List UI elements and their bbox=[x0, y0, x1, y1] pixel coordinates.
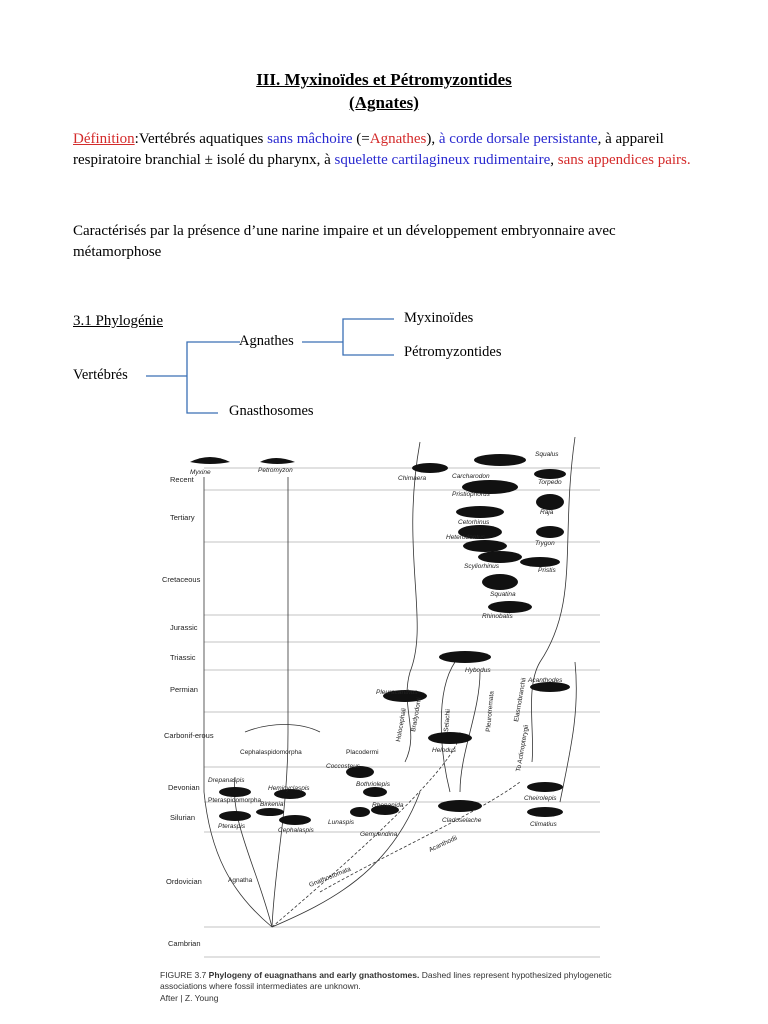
drepanaspis-silhouette bbox=[219, 787, 251, 797]
period-label: Ordovician bbox=[166, 877, 202, 886]
cephalaspis-silhouette bbox=[279, 815, 311, 825]
figure-caption: FIGURE 3.7 Phylogeny of euagnathans and … bbox=[160, 970, 612, 980]
taxon-label: Pleuracanthus bbox=[376, 689, 418, 696]
taxon-label: Scyliorhinus bbox=[464, 563, 500, 570]
tree-cyclostome-bracket bbox=[343, 319, 394, 355]
phylogeny-tree-diagram bbox=[0, 0, 768, 430]
gnathostome-stem bbox=[272, 792, 420, 927]
heterodontus-silhouette bbox=[463, 540, 507, 552]
raja-silhouette bbox=[536, 494, 564, 510]
tree-label-vertebres: Vertébrés bbox=[73, 367, 128, 384]
figure-caption-line-2: associations where fossil intermediates … bbox=[160, 981, 361, 991]
taxon-label: Cetorhinus bbox=[458, 519, 490, 526]
period-label: Jurassic bbox=[170, 623, 198, 632]
petromyzon-silhouette bbox=[260, 458, 295, 464]
pristiophorus-silhouette bbox=[456, 506, 504, 518]
period-label: Tertiary bbox=[170, 513, 195, 522]
acanthodian-branch bbox=[560, 662, 576, 802]
period-label: Carbonif-erous bbox=[164, 731, 214, 740]
caption-title: Phylogeny of euagnathans and early gnath… bbox=[209, 970, 420, 980]
tree-label-myxinoides: Myxinoïdes bbox=[404, 310, 473, 327]
tree-label-gnathostomes: Gnasthosomes bbox=[229, 403, 314, 420]
clade-label: Acanthodii bbox=[428, 835, 458, 854]
scyliorhinus-silhouette bbox=[478, 551, 522, 563]
period-label: Permian bbox=[170, 685, 198, 694]
figure-credit: After | Z. Young bbox=[160, 993, 218, 1003]
helodus-silhouette bbox=[428, 732, 472, 744]
taxon-label: Myxine bbox=[190, 469, 211, 476]
taxon-label: Cladoselache bbox=[442, 817, 482, 824]
caption-figure-label: FIGURE 3.7 bbox=[160, 970, 206, 980]
climatius-silhouette bbox=[527, 807, 563, 817]
lunaspis-silhouette bbox=[350, 807, 370, 817]
birkenia-silhouette bbox=[256, 808, 284, 816]
taxon-label: Hybodus bbox=[465, 667, 491, 674]
clade-label: Gnathostomata bbox=[308, 866, 352, 889]
clade-label: Cephalaspidomorpha bbox=[240, 749, 302, 756]
clade-label: Pteraspidomorpha bbox=[208, 797, 261, 804]
hybodus-silhouette bbox=[439, 651, 491, 663]
period-label: Cambrian bbox=[168, 939, 201, 948]
cladoselache-silhouette bbox=[438, 800, 482, 812]
taxon-label: Pristiophorus bbox=[452, 491, 491, 498]
taxon-label: Lunaspis bbox=[328, 819, 355, 826]
taxon-label: Chimaera bbox=[398, 475, 427, 482]
acanthodii-dashed bbox=[320, 782, 520, 892]
torpedo-silhouette bbox=[534, 469, 566, 479]
taxon-label: Rhinobatis bbox=[482, 613, 513, 620]
cephalaspidomorpha-arc bbox=[245, 725, 320, 733]
clade-label: Selachii bbox=[443, 709, 452, 732]
period-label: Recent bbox=[170, 475, 195, 484]
tree-label-agnathes: Agnathes bbox=[239, 333, 294, 350]
taxon-label: Birkenia bbox=[260, 801, 284, 808]
taxon-label: Heterodontus bbox=[446, 534, 486, 541]
taxon-label: Bothriolepis bbox=[356, 781, 391, 788]
squalus-silhouette bbox=[474, 454, 526, 466]
period-label: Cretaceous bbox=[162, 575, 201, 584]
taxon-label: Hemicyclaspis bbox=[268, 785, 310, 792]
trygon-silhouette bbox=[536, 526, 564, 538]
taxon-label: Coccosteus bbox=[326, 763, 361, 770]
taxon-label: Cheirolepis bbox=[524, 795, 557, 802]
taxon-label: Rhenanida bbox=[372, 802, 404, 809]
period-label: Silurian bbox=[170, 813, 195, 822]
period-label: Triassic bbox=[170, 653, 196, 662]
cladoselache-branch bbox=[460, 672, 480, 792]
taxon-label: Trygon bbox=[535, 540, 555, 547]
taxon-label: Gemuendina bbox=[360, 831, 398, 838]
clade-label: Elasmobranchii bbox=[513, 677, 528, 722]
taxon-label: Carcharodon bbox=[452, 473, 490, 480]
myxine-silhouette bbox=[190, 457, 230, 464]
taxon-label: Torpedo bbox=[538, 479, 562, 486]
period-label: Devonian bbox=[168, 783, 200, 792]
taxon-label: Drepanaspis bbox=[208, 777, 245, 784]
taxon-label: Squalus bbox=[535, 451, 559, 458]
taxon-label: Pteraspis bbox=[218, 823, 246, 830]
taxon-label: Petromyzon bbox=[258, 467, 293, 474]
chimaera-silhouette bbox=[412, 463, 448, 473]
squatina-silhouette bbox=[482, 574, 518, 590]
taxon-label: Raja bbox=[540, 509, 554, 516]
tree-label-petromyzontides: Pétromyzontides bbox=[404, 344, 501, 361]
caption-text-1: Dashed lines represent hypothesized phyl… bbox=[422, 970, 612, 980]
clade-label: Bradyodonti bbox=[410, 697, 423, 732]
rhinobatis-silhouette bbox=[488, 601, 532, 613]
taxon-label: Squatina bbox=[490, 591, 516, 598]
clade-label: Pleurotremata bbox=[485, 691, 496, 733]
clade-label: Agnatha bbox=[228, 877, 253, 884]
clade-label: Placodermi bbox=[346, 749, 379, 756]
fish-silhouettes bbox=[190, 454, 570, 825]
taxon-label: Acanthodes bbox=[527, 677, 563, 684]
cheirolepis-silhouette bbox=[527, 782, 563, 792]
taxon-label: Pristis bbox=[538, 567, 556, 574]
clade-label: To Actinopterygii bbox=[515, 725, 530, 773]
phylogeny-figure: Recent Tertiary Cretaceous Jurassic Tria… bbox=[160, 432, 600, 1012]
taxon-label: Helodus bbox=[432, 747, 457, 754]
bothriolepis-silhouette bbox=[363, 787, 387, 797]
taxon-label: Cephalaspis bbox=[278, 827, 315, 834]
clade-label: Holocephali bbox=[395, 708, 408, 743]
pteraspis-silhouette bbox=[219, 811, 251, 821]
pristis-silhouette bbox=[520, 557, 560, 567]
taxon-label: Climatius bbox=[530, 821, 557, 828]
